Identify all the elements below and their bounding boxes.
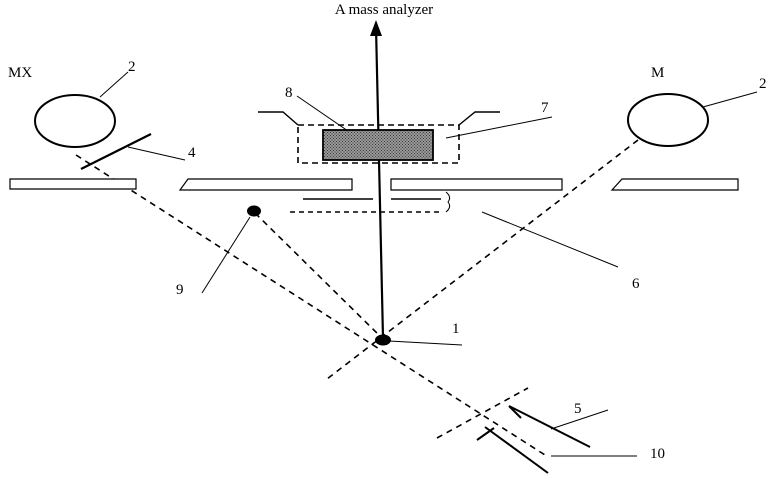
- leader-5: [550, 409, 609, 430]
- leader-1: [388, 340, 463, 346]
- plate-center-left: [178, 178, 353, 191]
- leader-8: [296, 95, 349, 132]
- detector-plate-5-upper: [508, 405, 591, 448]
- diagram-title: A mass analyzer: [335, 2, 433, 18]
- housing-7: [297, 124, 460, 164]
- shutter-4: [80, 133, 152, 170]
- beam-m-dashed: [326, 139, 639, 380]
- detector-plate-5-upper-lip: [508, 405, 522, 419]
- plate-center-right: [390, 178, 563, 191]
- label-4: 4: [188, 145, 196, 161]
- detector-plate-5-lower-lip: [476, 427, 495, 441]
- leader-6: [481, 211, 619, 268]
- crucible-mx: [34, 94, 116, 148]
- label-m: M: [651, 65, 664, 81]
- label-6: 6: [632, 276, 640, 292]
- ion-path-arrowhead: [370, 20, 382, 36]
- leader-2-left: [99, 71, 129, 98]
- plate-right: [610, 178, 739, 191]
- substrate-1: [375, 334, 391, 346]
- label-10: 10: [650, 446, 665, 462]
- leader-2-right: [702, 91, 758, 108]
- leader-4: [127, 146, 186, 161]
- crucible-m: [627, 93, 709, 147]
- plate-left: [9, 178, 137, 190]
- holder-right-arm: [458, 111, 500, 126]
- label-2-left: 2: [128, 59, 136, 75]
- label-7: 7: [541, 100, 549, 116]
- sensor-8: [322, 129, 434, 161]
- detector-plate-5-lower: [484, 426, 549, 474]
- label-9: 9: [176, 282, 184, 298]
- source-9: [247, 205, 261, 217]
- leader-7: [445, 116, 553, 139]
- beam-mx-dashed: [75, 154, 546, 456]
- aperture-brace: [445, 191, 451, 213]
- ion-path-arrow-line: [374, 26, 385, 339]
- holder-left-arm: [258, 111, 299, 126]
- label-1: 1: [452, 321, 460, 337]
- beam-source-9-dashed: [254, 212, 384, 340]
- leader-9: [201, 216, 251, 294]
- label-5: 5: [574, 401, 582, 417]
- label-2-right: 2: [759, 76, 767, 92]
- label-mx: MX: [8, 65, 32, 81]
- label-8: 8: [285, 85, 293, 101]
